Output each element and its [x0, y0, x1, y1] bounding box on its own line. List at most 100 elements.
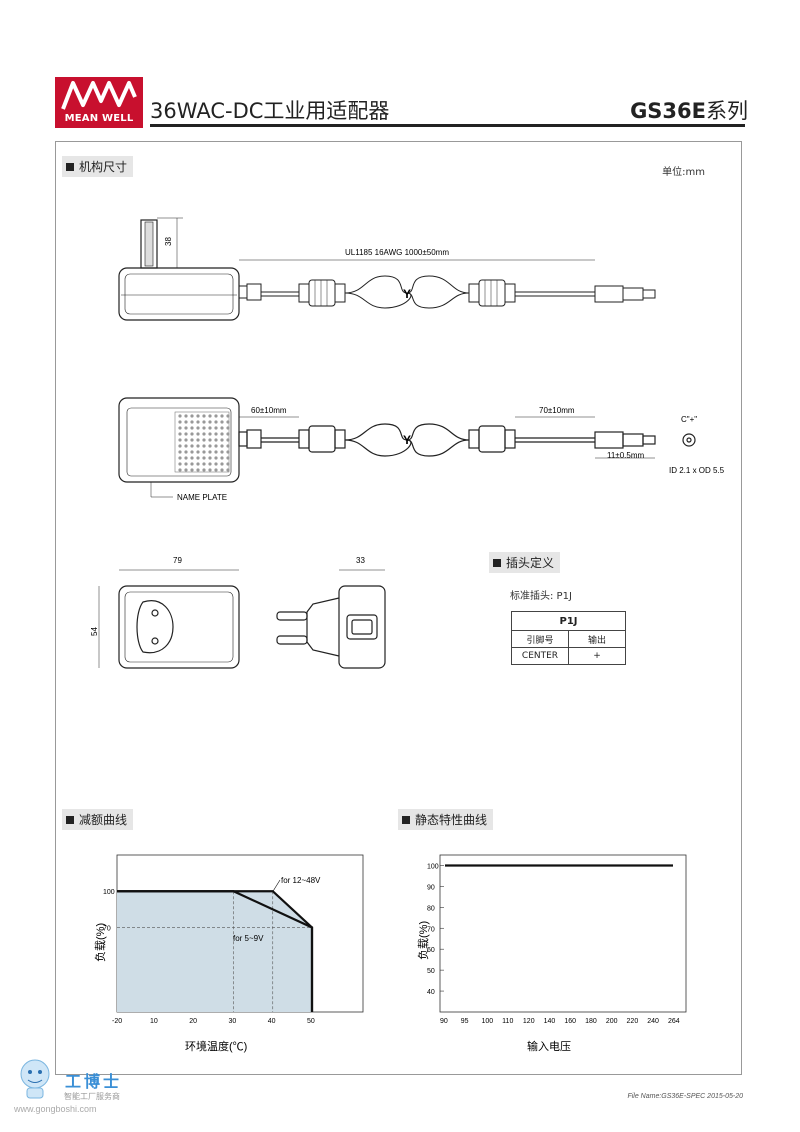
vent-hole [196, 438, 200, 442]
page-title: 36WAC-DC工业用适配器 [150, 99, 390, 123]
vent-hole [190, 456, 194, 460]
vent-hole [214, 444, 218, 448]
vent-hole [178, 426, 182, 430]
vent-hole [220, 420, 224, 424]
vent-hole [202, 438, 206, 442]
watermark-title: 工博士 [65, 1072, 123, 1091]
static-xlabel: 输入电压 [527, 1039, 571, 1053]
x-tick-label: 90 [440, 1018, 448, 1025]
dim-70: 70±10mm [539, 406, 575, 415]
vent-hole [226, 414, 230, 418]
square-bullet-icon [66, 163, 74, 171]
x-tick-label: 140 [544, 1018, 556, 1025]
series-model: GS36E [630, 99, 706, 123]
vent-hole [178, 450, 182, 454]
cable-dimension: UL1185 16AWG 1000±50mm [345, 248, 449, 257]
vent-hole [220, 456, 224, 460]
vent-hole [214, 438, 218, 442]
vent-hole [220, 414, 224, 418]
vent-hole [178, 444, 182, 448]
vent-hole [184, 438, 188, 442]
dim-33: 33 [356, 556, 365, 565]
derating-area [117, 891, 312, 1012]
series-suffix: 系列 [706, 99, 748, 123]
pin-table: P1J 引脚号 输出 CENTER + [511, 611, 626, 665]
standard-plug: 标准插头: P1J [510, 591, 572, 602]
vent-hole [214, 420, 218, 424]
header-rule [150, 124, 745, 127]
polarity-label: C"+" [681, 415, 697, 424]
dim-38: 38 [164, 237, 173, 246]
x-tick-label: 160 [564, 1018, 576, 1025]
vent-hole [220, 468, 224, 472]
vent-hole [178, 420, 182, 424]
vent-hole [178, 456, 182, 460]
vent-hole [220, 450, 224, 454]
mw-logo-mark [61, 81, 137, 110]
vent-hole [196, 444, 200, 448]
x-tick-label: 180 [585, 1018, 597, 1025]
y-tick-label: 70 [427, 926, 435, 933]
adapter-plug-view [276, 585, 386, 669]
x-tick-label: 240 [647, 1018, 659, 1025]
plug-spec: ID 2.1 x OD 5.5 [669, 466, 725, 475]
vent-hole [214, 462, 218, 466]
plot-frame [439, 854, 687, 1013]
x-tick-label: 120 [523, 1018, 535, 1025]
row-output: + [568, 647, 626, 665]
x-tick-label: 20 [189, 1018, 197, 1025]
y-tick-label: 100 [103, 889, 115, 896]
vent-hole [196, 432, 200, 436]
x-tick-label: 264 [668, 1018, 680, 1025]
vent-hole [178, 438, 182, 442]
vent-hole [214, 432, 218, 436]
vent-hole [214, 414, 218, 418]
vent-hole [202, 414, 206, 418]
vent-hole [202, 426, 206, 430]
vent-hole [220, 462, 224, 466]
vent-hole [184, 456, 188, 460]
adapter-top-view [118, 397, 696, 483]
vent-hole [208, 450, 212, 454]
col-output: 输出 [568, 630, 626, 648]
vent-hole [208, 426, 212, 430]
vent-hole [214, 468, 218, 472]
dim-79: 79 [173, 556, 182, 565]
vent-hole [184, 444, 188, 448]
vent-hole [196, 468, 200, 472]
vent-hole [184, 450, 188, 454]
vent-hole [196, 456, 200, 460]
vent-hole [226, 444, 230, 448]
pin-table-title: P1J [511, 611, 626, 631]
vent-hole [208, 468, 212, 472]
vent-hole [202, 432, 206, 436]
vent-hole [190, 432, 194, 436]
cable-tie-mark: Y [403, 287, 411, 301]
vent-hole [208, 420, 212, 424]
cable-tie-mark-2: Y [403, 433, 411, 447]
y-tick-label: 60 [427, 947, 435, 954]
x-tick-label: 200 [606, 1018, 618, 1025]
x-tick-label: 100 [481, 1018, 493, 1025]
vent-hole [226, 462, 230, 466]
meanwell-logo [55, 77, 143, 128]
vent-hole [226, 426, 230, 430]
vent-hole [208, 414, 212, 418]
vent-hole [196, 462, 200, 466]
vent-hole [226, 438, 230, 442]
derating-ylabel: 负载(%) [93, 923, 107, 962]
row-pin: CENTER [511, 647, 569, 665]
vent-hole [220, 426, 224, 430]
y-tick-label: 50 [427, 968, 435, 975]
static-ylabel: 负载(%) [416, 921, 430, 960]
watermark-url: www.gongboshi.com [14, 1104, 97, 1114]
vent-hole [202, 444, 206, 448]
unit-label: 单位:mm [662, 167, 705, 178]
vent-hole [190, 450, 194, 454]
vent-hole [202, 450, 206, 454]
vent-hole [184, 462, 188, 466]
vent-hole [178, 468, 182, 472]
y-tick-label: 40 [427, 989, 435, 996]
